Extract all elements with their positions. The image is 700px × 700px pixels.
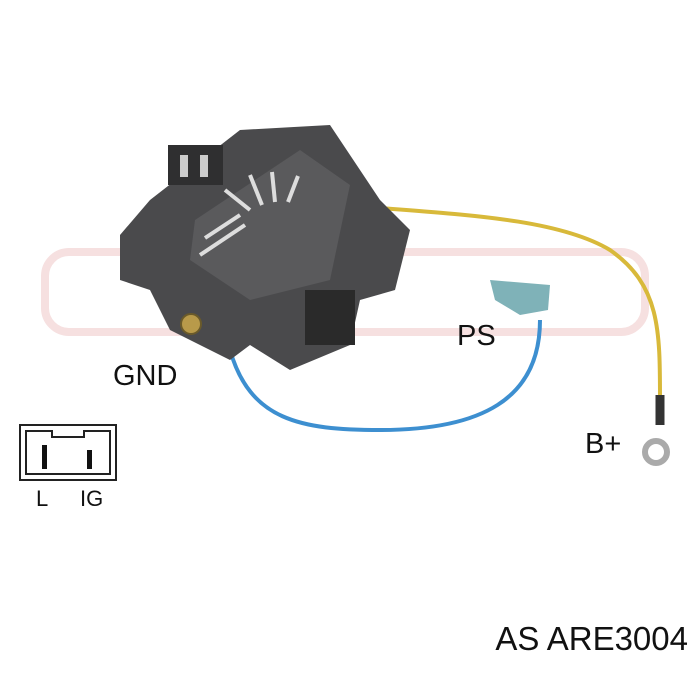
regulator-face [190, 150, 350, 300]
connector-diagram [19, 424, 117, 481]
plug-connector [168, 145, 223, 185]
pin-l [42, 445, 47, 469]
gnd-label: GND [113, 360, 178, 392]
ps-terminal [490, 280, 550, 315]
vent-slots [198, 171, 300, 257]
b-plus-label: B+ [585, 428, 622, 460]
ring-terminal [642, 438, 670, 466]
ps-wire [228, 319, 542, 433]
brush-holder [305, 290, 355, 345]
connector-ig-label: IG [80, 486, 104, 511]
ps-label: PS [457, 320, 496, 352]
gnd-screw [180, 313, 202, 335]
b-plus-wire [379, 206, 662, 401]
pin-ig [87, 450, 92, 469]
connector-l-label: L [36, 486, 49, 511]
part-number: AS ARE3004 [495, 620, 688, 657]
